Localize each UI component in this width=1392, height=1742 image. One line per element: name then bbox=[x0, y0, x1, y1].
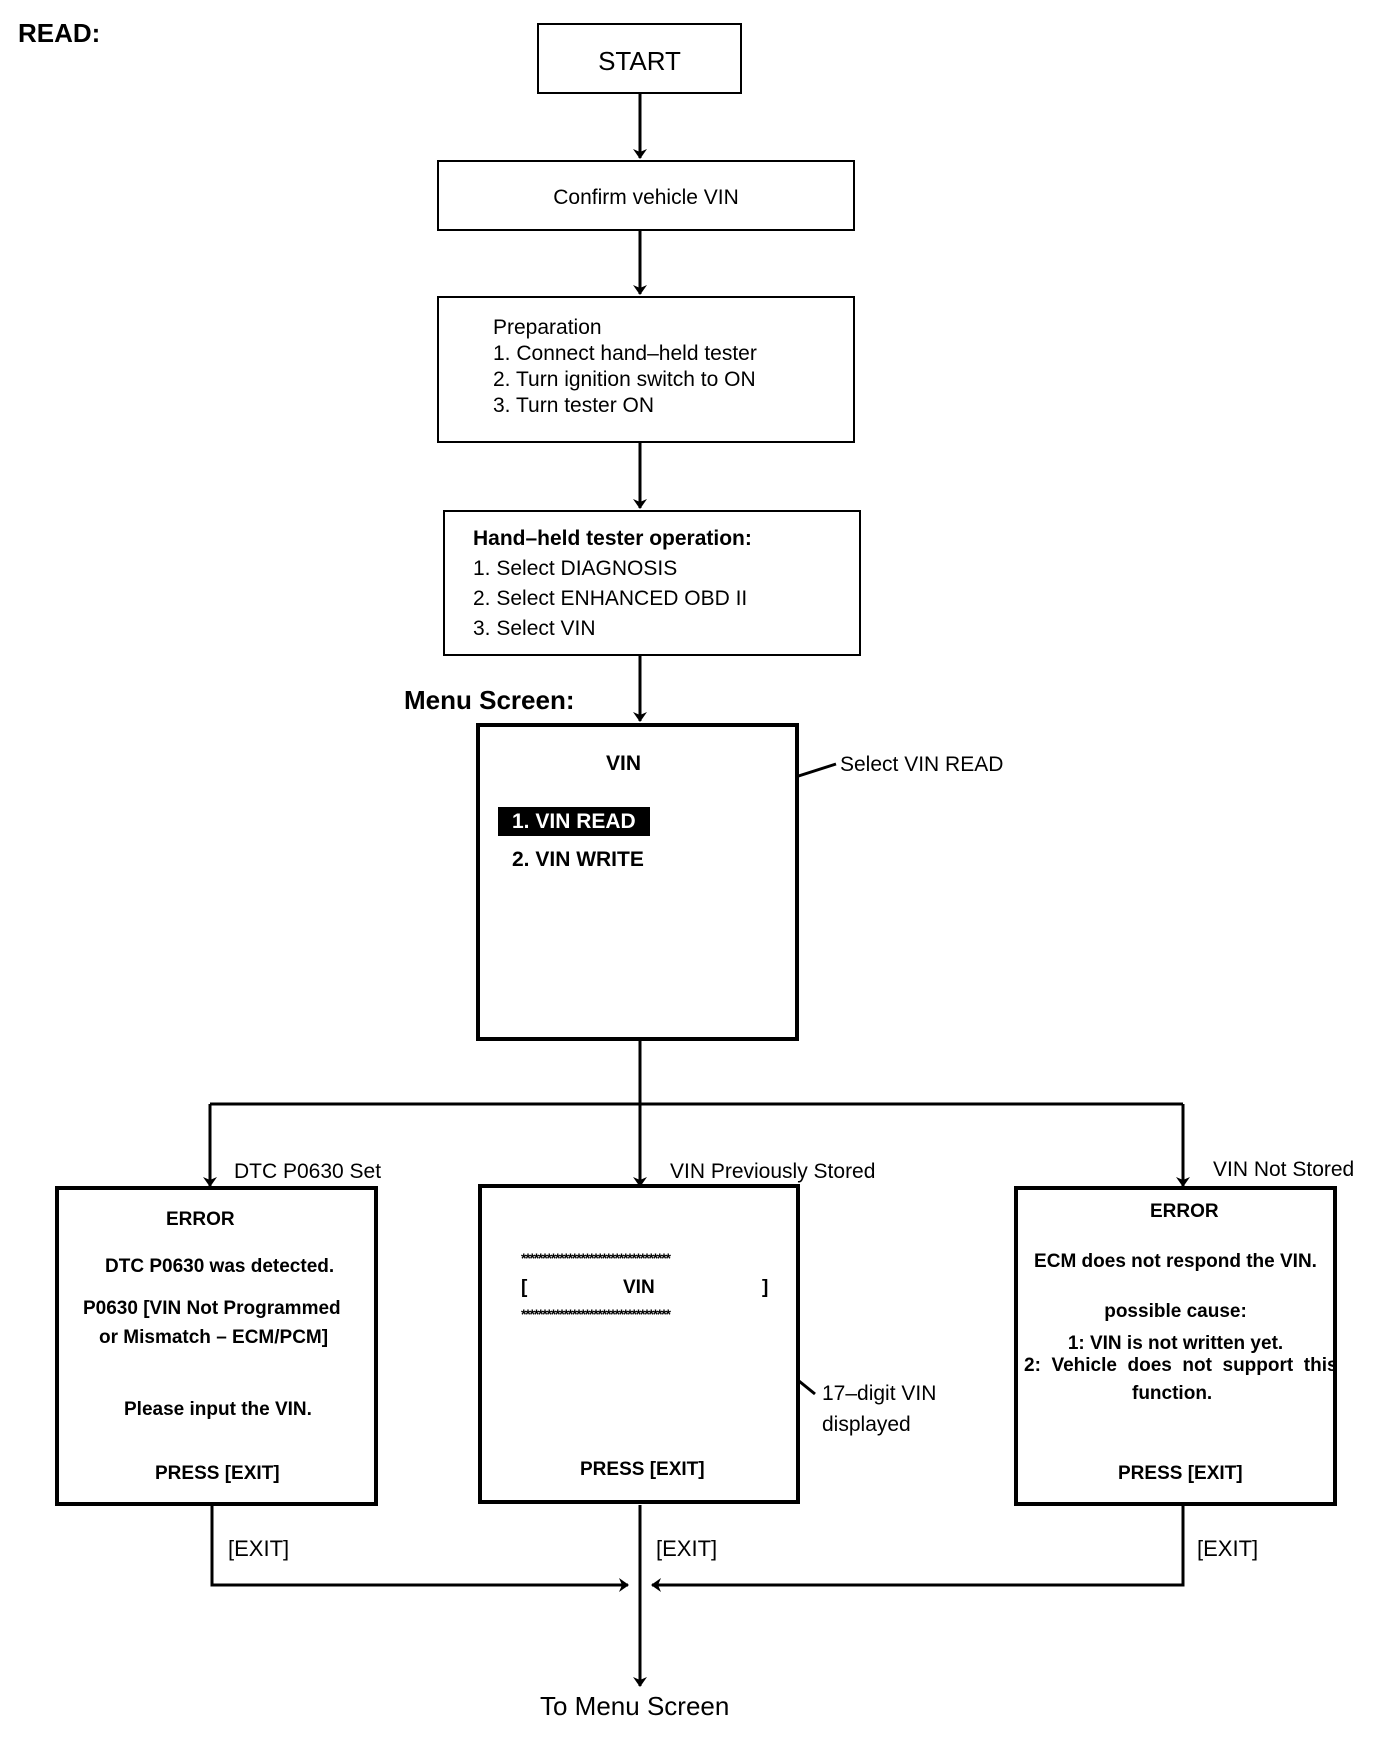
confirm-label: Confirm vehicle VIN bbox=[553, 186, 739, 209]
preparation-step: 3. Turn tester ON bbox=[493, 394, 655, 417]
preparation-title: Preparation bbox=[493, 316, 602, 339]
vin-callout-line1: 17–digit VIN bbox=[822, 1382, 937, 1405]
tester-operation-step: 3. Select VIN bbox=[473, 617, 596, 640]
start-label: START bbox=[598, 46, 681, 76]
exit-label-middle: [EXIT] bbox=[656, 1536, 718, 1561]
cause-2-continued: function. bbox=[1132, 1383, 1213, 1404]
preparation-box: Preparation 1. Connect hand–held tester … bbox=[437, 296, 855, 443]
menu-item-vin-read[interactable]: 1. VIN READ bbox=[498, 807, 650, 836]
branch-label-middle: VIN Previously Stored bbox=[670, 1160, 876, 1183]
exit-left-line bbox=[210, 1506, 629, 1592]
vin-bracket-close: ] bbox=[762, 1277, 769, 1298]
cause-1-text: 1: VIN is not written yet. bbox=[1067, 1333, 1284, 1354]
press-exit-text: PRESS [EXIT] bbox=[1118, 1463, 1243, 1484]
vin-bracket-open: [ bbox=[521, 1277, 528, 1298]
vin-callout-line2: displayed bbox=[822, 1413, 911, 1436]
exit-right-line bbox=[651, 1506, 1185, 1592]
dtc-description-line2: or Mismatch – ECM/PCM] bbox=[99, 1327, 329, 1348]
menu-screen-box: VIN 1. VIN READ 2. VIN WRITE bbox=[476, 723, 799, 1041]
menu-screen-label: Menu Screen: bbox=[404, 685, 575, 715]
press-exit-text: PRESS [EXIT] bbox=[580, 1459, 705, 1480]
to-menu-screen-label: To Menu Screen bbox=[540, 1691, 730, 1721]
vin-stored-box: *********************************** [ VI… bbox=[478, 1184, 800, 1504]
exit-label-left: [EXIT] bbox=[228, 1536, 290, 1561]
branch-label-left: DTC P0630 Set bbox=[234, 1160, 382, 1183]
possible-cause-title: possible cause: bbox=[1104, 1301, 1247, 1322]
tester-operation-step: 1. Select DIAGNOSIS bbox=[473, 557, 678, 580]
branch-label-right: VIN Not Stored bbox=[1213, 1158, 1355, 1181]
start-box: START bbox=[537, 23, 742, 94]
menu-title: VIN bbox=[606, 752, 642, 775]
preparation-step: 1. Connect hand–held tester bbox=[493, 342, 757, 365]
vin-stars-bottom: *********************************** bbox=[521, 1306, 671, 1322]
error-title: ERROR bbox=[1150, 1201, 1219, 1222]
input-vin-text: Please input the VIN. bbox=[124, 1399, 312, 1420]
tester-operation-text: Hand–held tester operation: 1. Select DI… bbox=[473, 524, 752, 644]
exit-label-right: [EXIT] bbox=[1197, 1536, 1259, 1561]
error-dtc-box: ERROR DTC P0630 was detected. P0630 [VIN… bbox=[55, 1186, 378, 1506]
tester-operation-step: 2. Select ENHANCED OBD II bbox=[473, 587, 748, 610]
error-vin-not-stored-box: ERROR ECM does not respond the VIN. poss… bbox=[1014, 1186, 1338, 1506]
diagram-heading: READ: bbox=[18, 18, 101, 48]
press-exit-text: PRESS [EXIT] bbox=[155, 1463, 280, 1484]
dtc-description-line1: P0630 [VIN Not Programmed bbox=[83, 1298, 341, 1319]
error-title: ERROR bbox=[166, 1209, 235, 1230]
tester-operation-box: Hand–held tester operation: 1. Select DI… bbox=[443, 510, 861, 656]
preparation-text: Preparation 1. Connect hand–held tester … bbox=[493, 315, 757, 419]
cause-2-text: 2: Vehicle does not support this bbox=[1024, 1355, 1338, 1376]
vin-stars-top: *********************************** bbox=[521, 1250, 671, 1266]
tester-operation-title: Hand–held tester operation: bbox=[473, 527, 752, 550]
select-vin-read-callout: Select VIN READ bbox=[840, 753, 1004, 776]
confirm-box: Confirm vehicle VIN bbox=[437, 160, 855, 231]
ecm-no-response-text: ECM does not respond the VIN. bbox=[1034, 1251, 1317, 1272]
menu-item-vin-write[interactable]: 2. VIN WRITE bbox=[512, 848, 644, 871]
vin-display: VIN bbox=[623, 1277, 655, 1298]
dtc-detected-text: DTC P0630 was detected. bbox=[105, 1256, 335, 1277]
preparation-step: 2. Turn ignition switch to ON bbox=[493, 368, 756, 391]
